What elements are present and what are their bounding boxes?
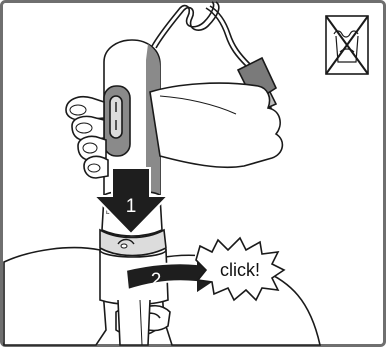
step-2-number: 2 <box>151 270 162 291</box>
step-1-number: 1 <box>126 196 137 217</box>
click-sound-label: click! <box>220 260 260 280</box>
no-water-immersion-icon <box>326 16 368 74</box>
